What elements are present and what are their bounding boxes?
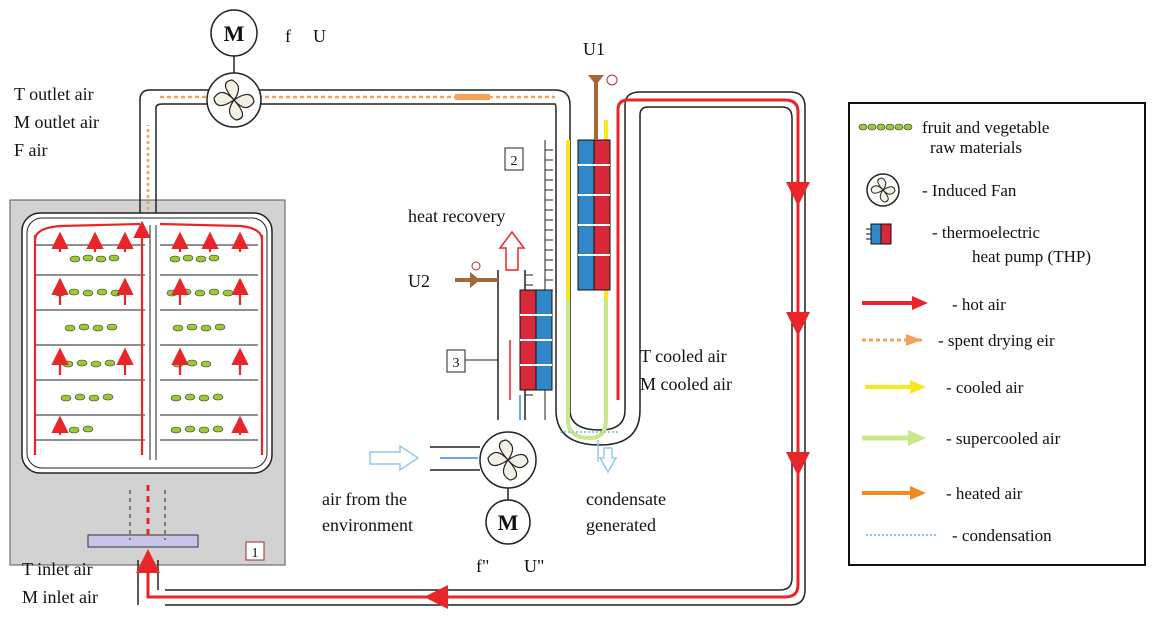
legend-condensation: - condensation (952, 526, 1052, 545)
fan-icon (213, 79, 255, 121)
fan-blades-icon (870, 177, 896, 203)
condensate-arrow (597, 440, 618, 474)
top-fan-motor: M (206, 9, 262, 128)
produce-legend-icon (858, 123, 913, 131)
label-u2: U2 (408, 271, 430, 291)
label-bottom-u: U" (524, 556, 544, 576)
label-m-outlet: M outlet air (14, 112, 99, 132)
label-num-1: 1 (252, 546, 259, 561)
fan-icon (487, 439, 529, 481)
legend-hot: - hot air (952, 295, 1006, 314)
thp-stack-2: 2 (504, 139, 611, 420)
legend-raw-2: raw materials (930, 138, 1022, 157)
label-u1: U1 (583, 39, 605, 59)
legend-spent: - spent drying eir (938, 331, 1055, 350)
legend-raw-1: fruit and vegetable (922, 118, 1049, 137)
top-motor (210, 9, 258, 57)
label-top-f: f (285, 26, 291, 46)
chamber-hot-air (33, 220, 264, 455)
label-condensate-2: generated (586, 515, 656, 535)
label-bottom-f: f" (476, 556, 489, 576)
label-t-cooled: T cooled air (640, 346, 727, 366)
legend-heated: - heated air (946, 484, 1023, 503)
bottom-motor-letter: M (498, 510, 519, 535)
label-condensate-1: condensate (586, 489, 666, 509)
legend-thp-2: heat pump (THP) (972, 247, 1091, 266)
top-motor-letter: M (224, 21, 245, 46)
label-air-env-2: environment (322, 515, 413, 535)
label-m-inlet: M inlet air (22, 587, 98, 607)
label-heat-recovery: heat recovery (408, 206, 505, 226)
valve-u2 (455, 261, 498, 288)
legend-fan: - Induced Fan (922, 181, 1017, 200)
hot-air-return (136, 98, 810, 609)
legend: fruit and vegetable raw materials - Indu… (848, 102, 1146, 566)
thp-legend-icon (866, 223, 892, 245)
label-t-inlet: T inlet air (22, 559, 93, 579)
label-t-outlet: T outlet air (14, 84, 94, 104)
drying-chamber: 1 (9, 115, 286, 566)
heat-recovery-arrow (498, 230, 526, 271)
legend-cooled: - cooled air (946, 378, 1024, 397)
bottom-fan-motor: M (369, 431, 537, 545)
bottom-motor (485, 499, 531, 545)
label-f-air: F air (14, 140, 48, 160)
label-m-cooled: M cooled air (640, 374, 732, 394)
label-num-2: 2 (511, 154, 518, 169)
legend-supercooled: - supercooled air (946, 429, 1061, 448)
label-air-env-1: air from the (322, 489, 407, 509)
ambient-air-arrow (369, 444, 420, 472)
valve-u1 (588, 74, 618, 140)
label-top-u: U (313, 26, 326, 46)
label-num-3: 3 (453, 356, 460, 371)
thp-stack-3: 3 (446, 270, 553, 420)
legend-thp-1: - thermoelectric (932, 223, 1041, 242)
